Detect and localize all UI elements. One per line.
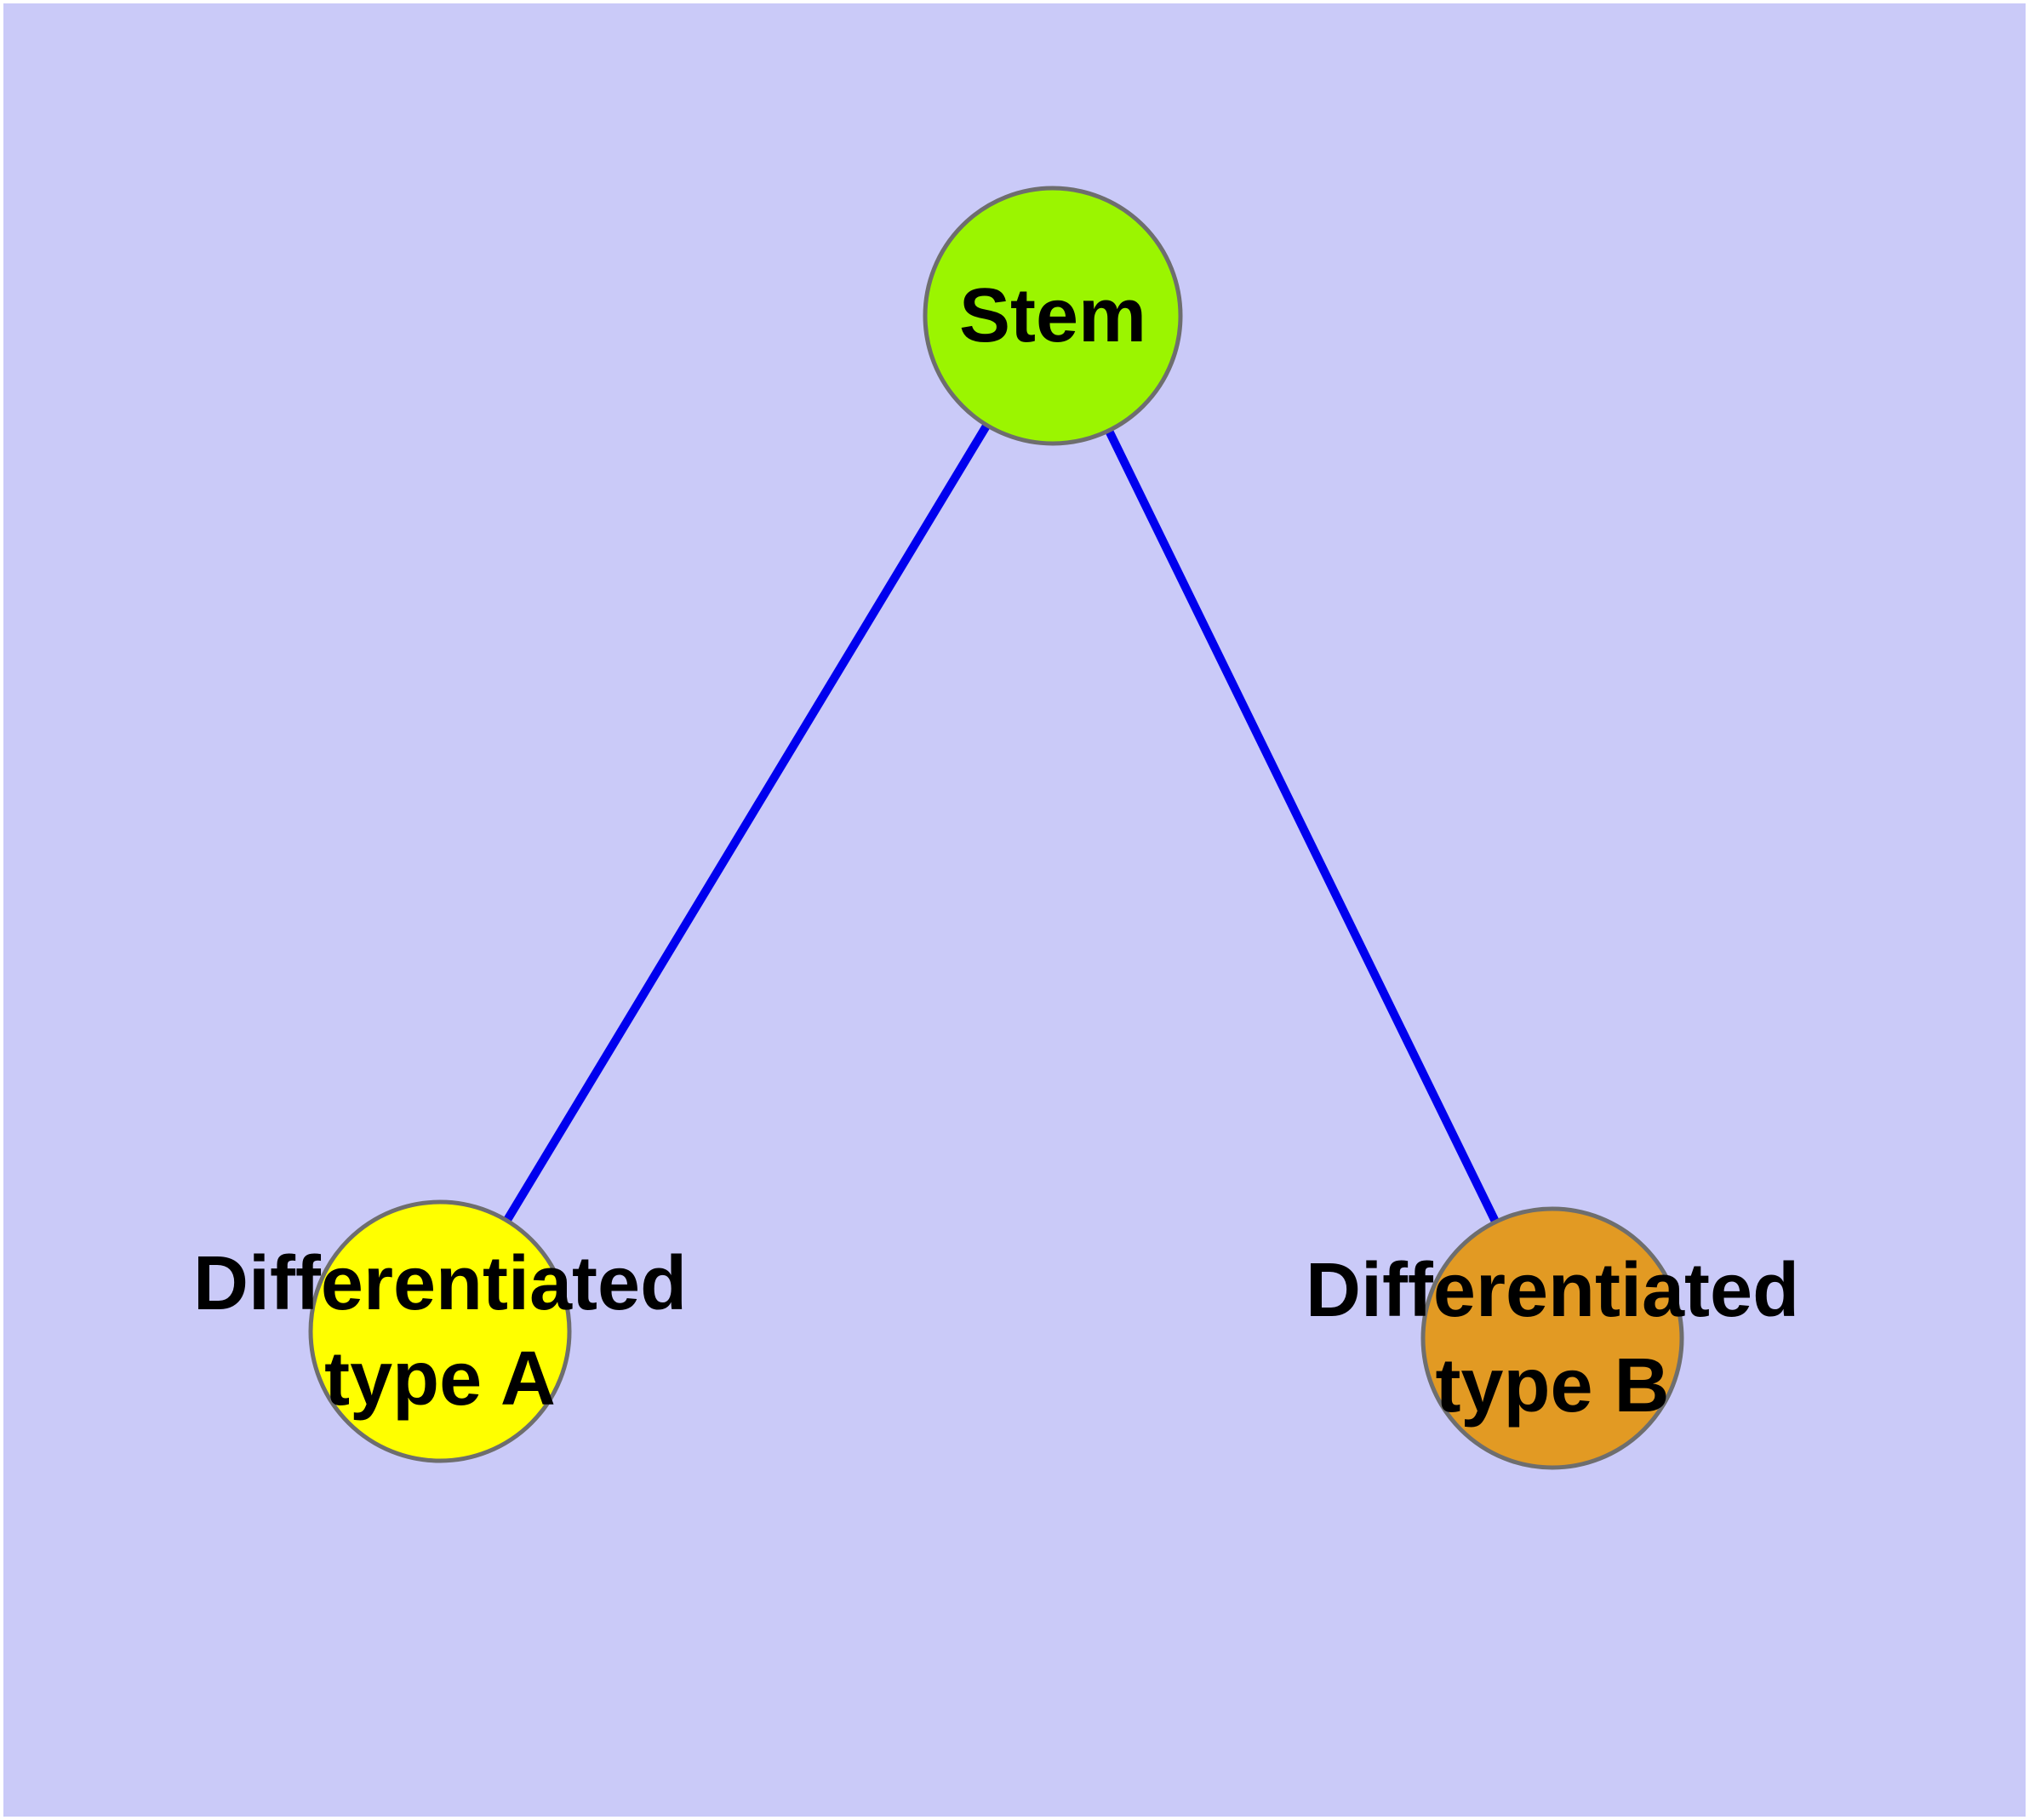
node-type-a-circle <box>308 1199 572 1463</box>
node-type-b-circle <box>1420 1206 1684 1470</box>
node-type-a-label: Differentiated type A <box>193 1236 687 1427</box>
node-type-a-label-line1: Differentiated <box>192 1241 688 1326</box>
node-type-a-label-line2: type A <box>324 1336 556 1422</box>
node-type-b-label-line2: type B <box>1435 1343 1670 1428</box>
edge-stem-to-type-b <box>1049 313 1557 1341</box>
node-stem-circle <box>923 186 1183 446</box>
node-type-b-label-line1: Differentiated <box>1305 1248 1800 1333</box>
edge-stem-to-type-a <box>436 313 1057 1334</box>
node-type-b-label: Differentiated type B <box>1306 1243 1799 1434</box>
node-stem-label: Stem <box>958 273 1147 358</box>
